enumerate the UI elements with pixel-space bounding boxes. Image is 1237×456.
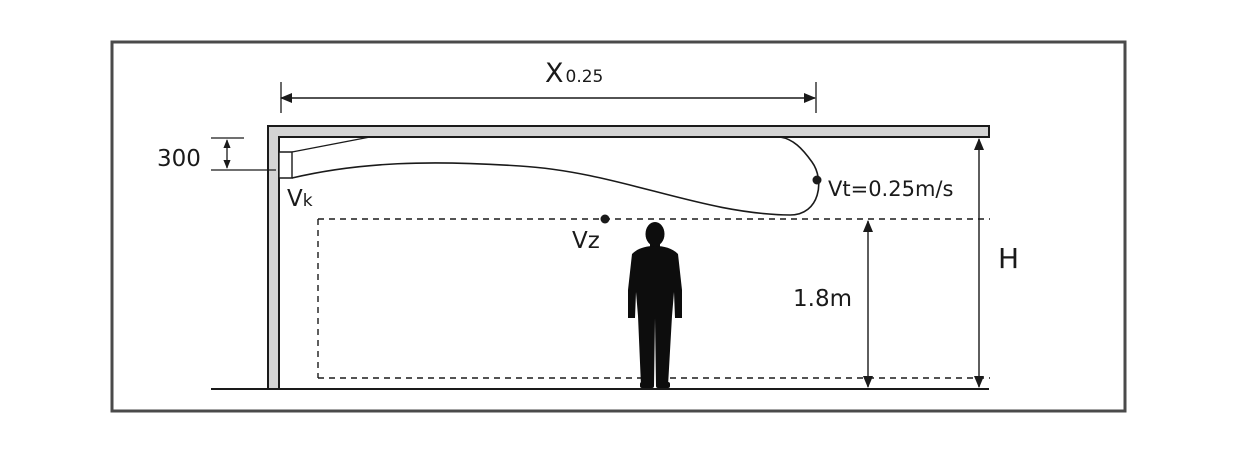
- offset-label: 300: [157, 146, 201, 172]
- throw-distance-main: X: [545, 58, 564, 89]
- zone-velocity-point: [600, 214, 610, 224]
- zone-velocity-label: Vz: [572, 228, 600, 254]
- outlet-velocity-sub: k: [303, 191, 313, 211]
- room-height-label: H: [998, 242, 1019, 275]
- terminal-velocity-point: [812, 175, 822, 185]
- terminal-velocity-label: Vt=0.25m/s: [828, 177, 953, 201]
- air-jet-envelope: [291, 136, 820, 216]
- outlet-top-edge: [291, 136, 371, 153]
- diagram-frame: [110, 40, 1127, 413]
- outlet-velocity-main: V: [287, 186, 303, 212]
- throw-distance-sub: 0.25: [566, 67, 604, 87]
- occupied-height-label: 1.8m: [793, 286, 852, 312]
- outlet-velocity-label: Vk: [287, 186, 313, 212]
- air-outlet: [278, 151, 293, 179]
- person-silhouette: [628, 222, 682, 388]
